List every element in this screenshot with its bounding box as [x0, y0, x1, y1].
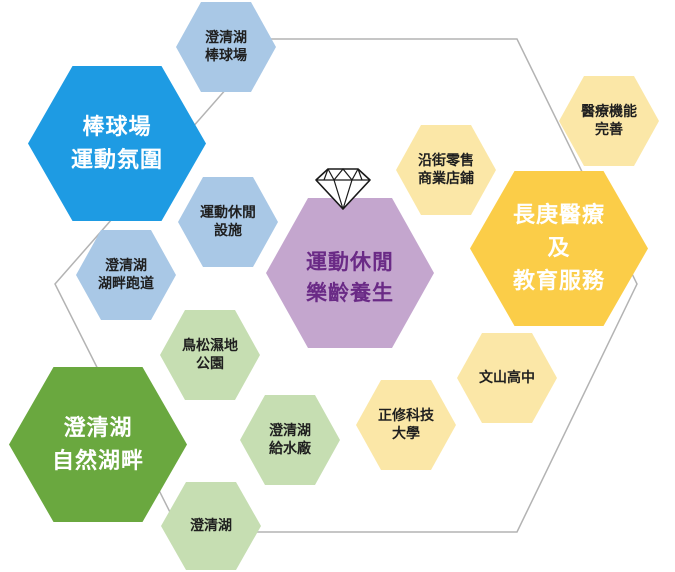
- cheng-shiu-university-label: 正修科技 大學: [378, 408, 434, 442]
- diamond-icon: [315, 168, 371, 210]
- retail-shops-label: 沿街零售 商業店鋪: [418, 153, 474, 187]
- leisure-wellness-label: 運動休閒 樂齡養生: [306, 250, 394, 305]
- medical-education-hex: 長庚醫療 及 教育服務: [470, 171, 648, 326]
- waterworks-label: 澄清湖 給水廠: [269, 423, 311, 457]
- leisure-wellness-hex: 運動休閒 樂齡養生: [266, 198, 434, 348]
- medical-function-hex: 醫療機能 完善: [559, 76, 659, 166]
- lakeside-nature-label: 澄清湖 自然湖畔: [51, 415, 144, 474]
- lakeside-path-label: 澄清湖 湖畔跑道: [98, 258, 154, 292]
- medical-education-label: 長庚醫療 及 教育服務: [512, 203, 605, 294]
- lake-baseball-field-label: 澄清湖 棒球場: [205, 30, 247, 64]
- lake-label: 澄清湖: [190, 518, 232, 534]
- medical-function-label: 醫療機能 完善: [581, 104, 637, 138]
- wetland-park-hex: 鳥松濕地 公園: [160, 310, 260, 400]
- leisure-facilities-label: 運動休閒 設施: [200, 205, 256, 239]
- lakeside-nature-hex: 澄清湖 自然湖畔: [9, 367, 187, 522]
- baseball-atmosphere-label: 棒球場 運動氛圍: [70, 114, 163, 173]
- wenshan-high-school-label: 文山高中: [479, 370, 535, 386]
- wetland-park-label: 鳥松濕地 公園: [182, 338, 238, 372]
